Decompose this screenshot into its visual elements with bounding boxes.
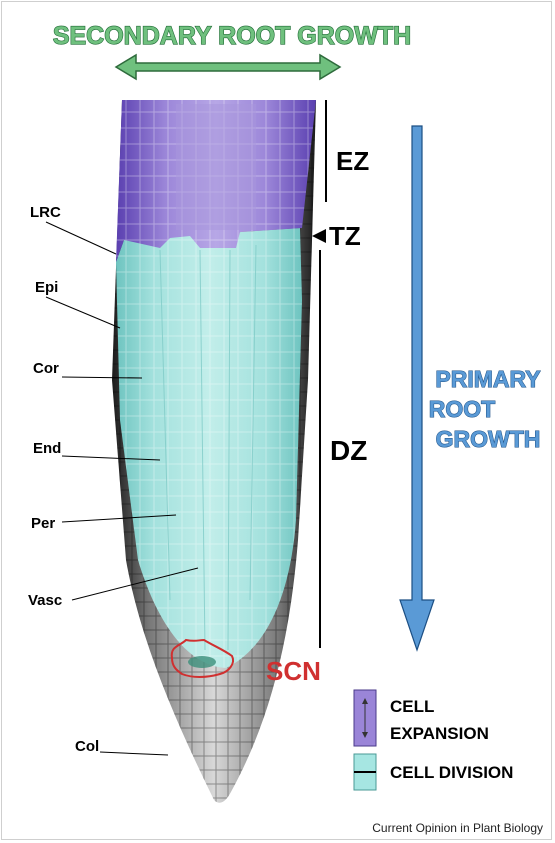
legend-division-label: CELL DIVISION [390, 763, 513, 782]
label-lrc: LRC [30, 204, 61, 221]
label-dz: DZ [330, 435, 367, 466]
label-ez: EZ [336, 146, 369, 176]
primary-growth-arrow [400, 126, 434, 650]
label-scn: SCN [266, 656, 321, 686]
primary-growth-line1: PRIMARY [435, 366, 540, 392]
label-per: Per [31, 515, 55, 532]
credit: Current Opinion in Plant Biology [372, 821, 543, 835]
primary-growth-line3: GROWTH [436, 426, 541, 452]
label-col: Col [75, 738, 99, 755]
title: SECONDARY ROOT GROWTH [53, 22, 411, 50]
label-end: End [33, 440, 61, 457]
tz-pointer-icon [312, 229, 326, 243]
legend: CELL EXPANSION CELL DIVISION [354, 690, 513, 790]
primary-growth-line2: ROOT [429, 396, 495, 422]
zone-markers [312, 100, 326, 648]
root-tissue [112, 100, 316, 803]
label-epi: Epi [35, 279, 58, 296]
label-vasc: Vasc [28, 592, 62, 609]
legend-expansion-line1: CELL [390, 697, 434, 716]
label-tz: TZ [329, 221, 361, 251]
label-cor: Cor [33, 360, 59, 377]
legend-expansion-line2: EXPANSION [390, 724, 489, 743]
secondary-growth-arrow [116, 55, 340, 79]
